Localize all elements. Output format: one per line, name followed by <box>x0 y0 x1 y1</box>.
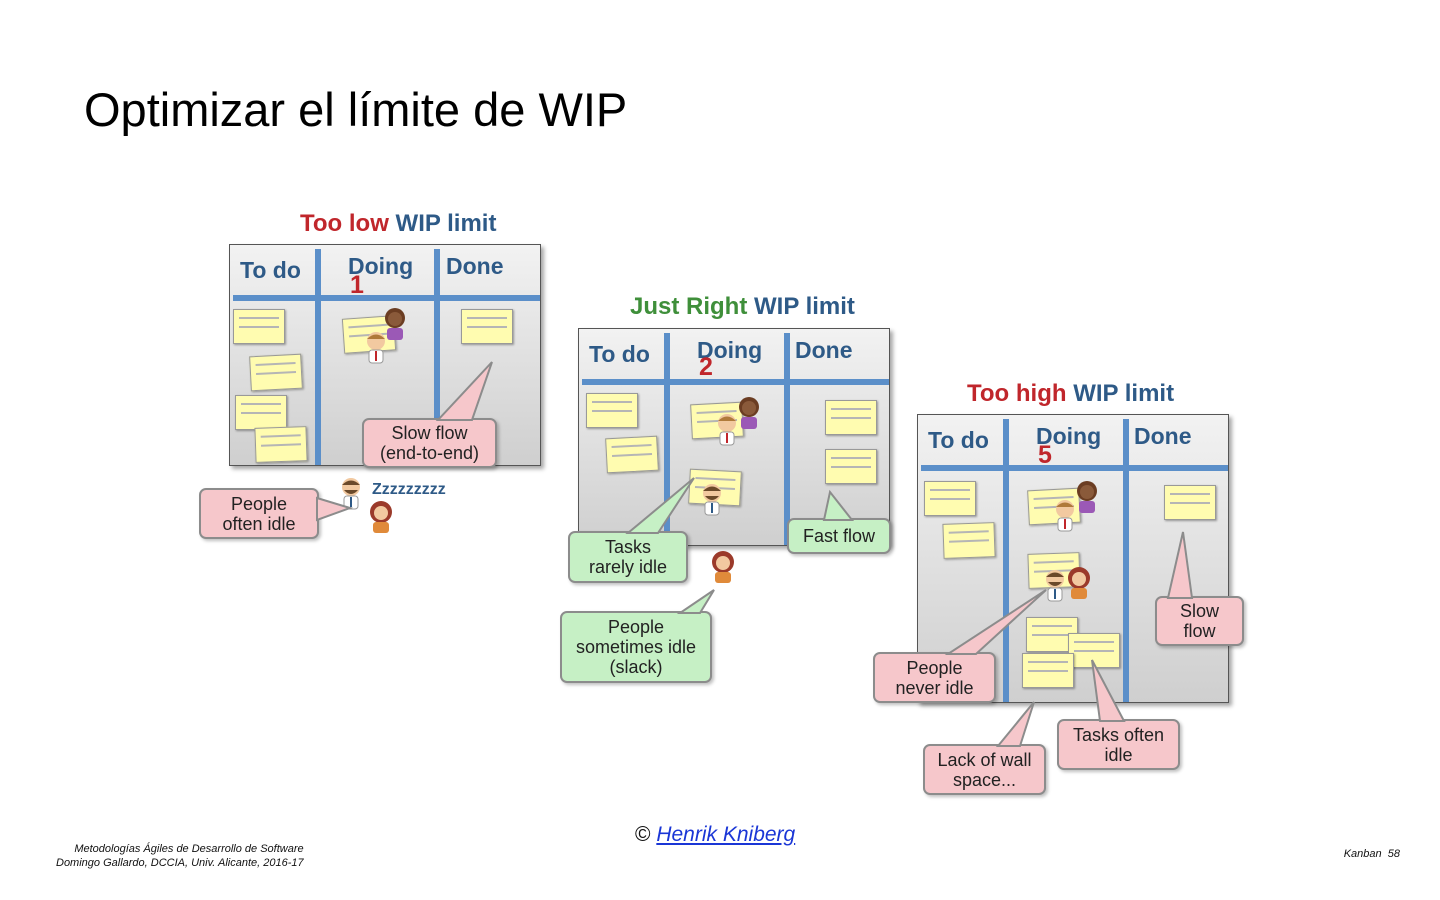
footer-page-info: Kanban 58 <box>1344 848 1400 860</box>
sticky-note <box>233 309 285 344</box>
just-right-title: Just Right WIP limit <box>630 293 855 321</box>
footer-course-title: Metodologías Ágiles de Desarrollo de Sof… <box>74 843 304 855</box>
lane-divider <box>315 249 321 465</box>
wip-limit-label: WIP limit <box>1073 380 1175 407</box>
person-icon <box>739 397 759 429</box>
slide-title: Optimizar el límite de WIP <box>84 83 628 136</box>
footer-section: Kanban <box>1343 848 1382 860</box>
callout-people-never-idle: People never idle <box>873 652 996 703</box>
header-lane-line <box>582 379 889 385</box>
callout-fast-flow: Fast flow <box>787 518 891 554</box>
callout-people-sometimes-idle: People sometimes idle (slack) <box>560 611 712 683</box>
column-done: Done <box>446 253 504 279</box>
callout-tail <box>944 589 1047 655</box>
callout-slow-flow: Slow flow <box>1155 596 1244 646</box>
copyright-symbol: © <box>635 823 651 846</box>
sticky-note <box>461 309 513 344</box>
callout-tasks-often-idle: Tasks often idle <box>1057 719 1180 770</box>
column-done: Done <box>1134 423 1192 449</box>
footer-course-info: Metodologías Ágiles de Desarrollo de Sof… <box>56 842 304 870</box>
sticky-note <box>825 449 877 484</box>
wip-limit-value: 2 <box>699 353 713 381</box>
callout-tail <box>995 701 1035 747</box>
sticky-note <box>825 400 877 435</box>
credit-author-link[interactable]: Henrik Kniberg <box>656 823 796 846</box>
person-icon <box>370 501 392 533</box>
callout-slow-flow-end-to-end: Slow flow (end-to-end) <box>362 418 497 468</box>
person-icon <box>703 484 721 516</box>
wip-limit-label: WIP limit <box>395 210 497 237</box>
callout-tail <box>676 589 715 614</box>
column-todo: To do <box>240 257 301 283</box>
lane-divider <box>1003 419 1009 702</box>
person-icon <box>385 308 405 340</box>
column-doing: Doing <box>348 253 414 279</box>
person-icon <box>1056 500 1074 532</box>
sticky-note <box>235 395 287 430</box>
too-high-title: Too high WIP limit <box>967 380 1174 408</box>
column-todo: To do <box>589 341 650 367</box>
header-lane-line <box>921 465 1228 471</box>
lane-divider <box>664 333 670 545</box>
column-done: Done <box>795 337 853 363</box>
sticky-note <box>924 481 976 516</box>
callout-tail <box>435 361 493 421</box>
person-icon <box>718 414 736 446</box>
wip-limit-value: 1 <box>350 271 364 299</box>
callout-tail <box>822 489 855 521</box>
callout-lack-of-wall-space: Lack of wall space... <box>923 744 1046 795</box>
wip-limit-label: WIP limit <box>754 293 855 320</box>
lane-divider <box>434 249 440 465</box>
person-icon <box>1068 567 1090 599</box>
too-low-label: Too low <box>300 210 389 237</box>
callout-people-often-idle: People often idle <box>199 488 319 539</box>
too-high-label: Too high <box>967 380 1067 407</box>
column-doing: Doing <box>697 337 763 363</box>
callout-tail <box>1091 659 1126 722</box>
sticky-note <box>1022 653 1074 688</box>
person-icon <box>342 478 360 510</box>
callout-tail <box>1166 531 1194 599</box>
column-doing: Doing <box>1036 423 1102 449</box>
just-right-label: Just Right <box>630 293 748 320</box>
callout-tail <box>625 477 695 534</box>
person-icon <box>712 551 734 583</box>
header-lane-line <box>233 295 540 301</box>
page-number: 58 <box>1387 848 1400 860</box>
person-icon <box>1077 481 1097 513</box>
person-icon <box>1046 570 1064 602</box>
too-low-title: Too low WIP limit <box>300 210 496 238</box>
lane-divider <box>784 333 790 545</box>
callout-tail <box>316 496 354 522</box>
credit: © Henrik Kniberg <box>635 823 795 847</box>
wip-limit-value: 5 <box>1038 441 1052 469</box>
sleeping-zzz: Zzzzzzzzz <box>372 481 446 498</box>
column-todo: To do <box>928 427 989 453</box>
lane-divider <box>1123 419 1129 702</box>
sticky-note <box>1164 485 1216 520</box>
person-icon <box>367 332 385 364</box>
footer-author-line: Domingo Gallardo, DCCIA, Univ. Alicante,… <box>56 857 304 869</box>
sticky-note <box>586 393 638 428</box>
